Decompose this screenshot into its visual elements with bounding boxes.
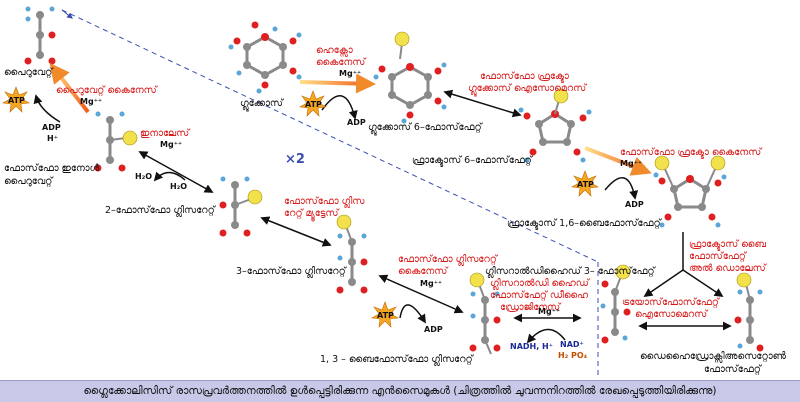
glucose-molecule xyxy=(228,21,302,94)
enzyme-gapdh-3: ഡ്രോജിനേസ് xyxy=(500,302,561,313)
label-dhap-2: ഫോസ്‌ഫേറ്റ് xyxy=(704,364,761,375)
label-pep-2: പൈറുവേറ്റ് xyxy=(4,176,53,187)
h-plus-pk: H⁺ xyxy=(47,134,58,143)
glycolysis-pathway-svg xyxy=(2,6,764,378)
label-f6p: ഫ്രാക്ടോസ് 6–ഫോസ്‌ഫേറ്റ് xyxy=(412,155,532,166)
fructose-16-bisphosphate-molecule xyxy=(653,155,727,228)
nad-label: NAD⁺ xyxy=(560,340,584,349)
adp-pfk: ADP xyxy=(625,200,644,209)
glyceraldehyde-3-phosphate-molecule xyxy=(600,264,631,344)
dashed-arrow-head xyxy=(61,9,73,19)
arrow-pgm xyxy=(260,216,332,247)
mg-enolase: Mg⁺⁺ xyxy=(160,140,183,149)
3-phosphoglycerate-molecule xyxy=(336,214,368,294)
enzyme-pgk-1: ഫോസ്‌ഫോ ഗ്ലിസറേറ്റ് xyxy=(398,254,497,265)
mg-pgk: Mg⁺⁺ xyxy=(420,279,443,288)
enzyme-hexokinase-1: ഹെക്സോ xyxy=(316,45,353,56)
enzyme-aldolase-2: ഫോസ്‌ഫേറ്റ് xyxy=(689,251,746,262)
arrow-pfk xyxy=(584,146,652,200)
adp-pk: ADP xyxy=(42,123,61,132)
label-g6p: ഗ്ലൂക്കോസ് 6–ഫോസ്‌ഫേറ്റ് xyxy=(368,122,482,133)
arrow-pgk xyxy=(378,274,464,324)
arrow-aldolase xyxy=(643,232,724,298)
enzyme-pgm-2: റേറ്റ് മ്യൂട്ടേസ് xyxy=(284,208,339,219)
h2o-right: H₂O xyxy=(170,182,187,191)
enzyme-aldolase-1: ഫ്രാക്ടോസ് ബൈ xyxy=(689,239,766,250)
enzyme-tpi-1: ട്രയോസ്‌ഫോസ്‌ഫേറ്റ് xyxy=(622,297,719,308)
arrow-hexokinase xyxy=(299,73,376,120)
enzyme-pgi-2: ഗ്ലൂക്കോസ് ഐസോമെറസ് xyxy=(468,83,587,94)
label-glucose: ഗ്ലൂക്കോസ് xyxy=(240,98,283,109)
caption-text: ഗ്ലൈക്കോലിസിസ് രാസപ്രവർത്തനത്തിൽ ഉൾപ്പെട… xyxy=(83,385,717,397)
label-f16bp: ഫ്രാക്ടോസ് 1,6–ബൈഫോസ്‌ഫേറ്റ് xyxy=(507,218,661,229)
enzyme-pyruvate-kinase: പൈറുവേറ്റ് കൈനേസ് xyxy=(56,85,157,96)
enzyme-enolase: ഇനാലേസ് xyxy=(140,128,190,139)
arrow-enolase xyxy=(138,151,214,193)
label-13bpg: 1, 3 – ബൈഫോസ്‌ഫോ ഗ്ലിസറേറ്റ് xyxy=(320,354,473,365)
enzyme-tpi-2: ഐസോമെറസ് xyxy=(635,309,708,320)
mg-pfk: Mg⁺⁺ xyxy=(620,159,643,168)
atp-label-3: ATP xyxy=(377,311,394,320)
enzyme-pgi-1: ഫോസ്‌ഫോ ഫ്രക്ടോ xyxy=(480,71,569,82)
fructose-6-phosphate-molecule xyxy=(518,88,592,163)
label-pyruvate: പൈറുവേറ്റ് xyxy=(4,67,53,78)
enzyme-hexokinase-2: കൈനേസ് xyxy=(316,57,366,68)
label-dhap-1: ഡൈഹൈഡ്രോക്സിഅസെറ്റോൺ xyxy=(640,351,786,362)
glycolysis-diagram: ATP ATP ATP ATP ഗ്ലൂക്കോസ് ഗ്ലൂക്കോസ് 6–… xyxy=(2,6,786,378)
adp-hexokinase: ADP xyxy=(347,118,366,127)
atp-label-4: ATP xyxy=(8,96,25,105)
enzyme-aldolase-3: അൽ ഡൊലേസ് xyxy=(689,263,766,274)
pyruvate-molecule xyxy=(24,6,56,65)
dihydroxyacetone-phosphate-molecule xyxy=(734,272,764,352)
13-bisphosphoglycerate-molecule xyxy=(469,272,501,355)
arrow-pyruvate-kinase xyxy=(33,62,90,123)
enzyme-gapdh-2: ഫോസ്‌ഫേറ്റ് ഡീഹൈ xyxy=(490,290,589,301)
h2o-left: H₂O xyxy=(135,172,152,181)
enzyme-pgk-2: കൈനേസ് xyxy=(398,266,448,277)
mg-pyruvate-kinase: Mg⁺⁺ xyxy=(80,97,103,106)
arrow-isomerase-pgi xyxy=(443,89,522,118)
mg-gapdh: Mg⁺⁺ xyxy=(538,307,561,316)
phosphoenolpyruvate-molecule xyxy=(94,111,138,172)
2-phosphoglycerate-molecule xyxy=(219,176,263,237)
enzyme-pgm-1: ഫോസ്‌ഫോ ഗ്ലിസ xyxy=(284,196,365,207)
label-g3p: ഗ്ലിസറാൽഡിഹൈഡ് 3– ഫോസ്‌ഫേറ്റ് xyxy=(485,266,655,277)
atp-label-1: ATP xyxy=(305,100,322,109)
dashed-curve xyxy=(61,9,599,263)
label-2pg: 2–ഫോസ്‌ഫോ ഗ്ലിസറേറ്റ് xyxy=(105,205,215,216)
multiplier-label: ×2 xyxy=(285,152,305,167)
glucose-6-phosphate-molecule xyxy=(373,31,447,124)
adp-pgk: ADP xyxy=(424,325,443,334)
mg-hexokinase: Mg⁺⁺ xyxy=(339,69,362,78)
enzyme-pfk: ഫോസ്‌ഫോ ഫ്രക്ടോ കൈനേസ് xyxy=(620,147,762,158)
nadh-label: NADH, H⁺ xyxy=(510,342,553,351)
arrow-gapdh xyxy=(513,313,582,344)
atp-label-2: ATP xyxy=(577,180,594,189)
enzyme-gapdh-1: ഗ്ലിസറാൽഡി ഹൈഡ് xyxy=(490,278,589,289)
h2po4-label: H₂ PO₄ xyxy=(558,351,588,360)
caption-bar: ഗ്ലൈക്കോലിസിസ് രാസപ്രവർത്തനത്തിൽ ഉൾപ്പെട… xyxy=(0,380,800,402)
label-3pg: 3–ഫോസ്‌ഫോ ഗ്ലിസറേറ്റ് xyxy=(236,266,346,277)
label-pep-1: ഫോസ്‌ഫോ ഇനോൾ xyxy=(4,163,100,174)
